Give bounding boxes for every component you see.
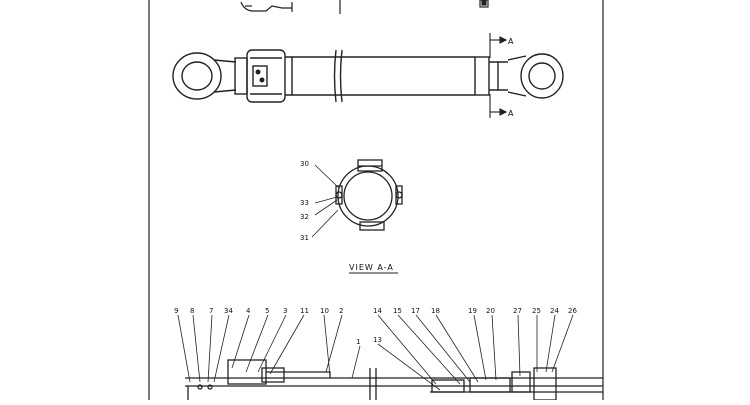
view-aa-caption: VIEW A-A (349, 263, 394, 272)
section-cut-markers (489, 33, 508, 118)
callout-10: 10 (320, 307, 329, 315)
callout-13: 13 (373, 336, 382, 344)
cylinder-assembly (172, 49, 564, 103)
callout-15: 15 (393, 307, 402, 315)
callout-11: 11 (300, 307, 309, 315)
callout-33: 33 (300, 199, 309, 207)
section-view-leaders (177, 314, 574, 391)
section-marker-top-label: A (508, 37, 514, 46)
callout-8: 8 (190, 307, 194, 315)
tube-circle (343, 171, 393, 221)
view-aa-leaders (311, 164, 340, 238)
callout-14: 14 (373, 307, 382, 315)
callout-25: 25 (532, 307, 541, 315)
callout-26: 26 (568, 307, 577, 315)
callout-9: 9 (174, 307, 178, 315)
callout-1: 1 (356, 338, 360, 346)
view-aa-drawing (335, 159, 403, 231)
section-marker-bottom-label: A (508, 109, 514, 118)
head-eye-outer (172, 52, 222, 100)
head-eye-bore (181, 61, 213, 91)
callout-24: 24 (550, 307, 559, 315)
callout-4: 4 (246, 307, 251, 315)
upper-view-fragment (240, 0, 489, 14)
callout-30: 30 (300, 160, 309, 168)
sheet-frame (148, 0, 604, 400)
callout-17: 17 (411, 307, 420, 315)
callout-18: 18 (431, 307, 440, 315)
section-view (185, 359, 603, 401)
band-clamp-circle (337, 165, 399, 227)
callout-27: 27 (513, 307, 522, 315)
callout-32: 32 (300, 213, 309, 221)
head-block (246, 49, 286, 103)
rod-eye-outer (520, 53, 564, 99)
section-callouts: 9 8 7 34 4 5 3 11 10 2 14 15 17 18 19 20… (174, 307, 577, 346)
port-block (252, 65, 268, 87)
callout-7: 7 (209, 307, 213, 315)
callout-34: 34 (224, 307, 233, 315)
rod-eye-bore (528, 62, 556, 90)
callout-3: 3 (283, 307, 287, 315)
gland (234, 57, 248, 95)
callout-19: 19 (468, 307, 477, 315)
callout-2: 2 (339, 307, 343, 315)
callout-31: 31 (300, 234, 309, 242)
callout-5: 5 (265, 307, 269, 315)
callout-20: 20 (486, 307, 495, 315)
